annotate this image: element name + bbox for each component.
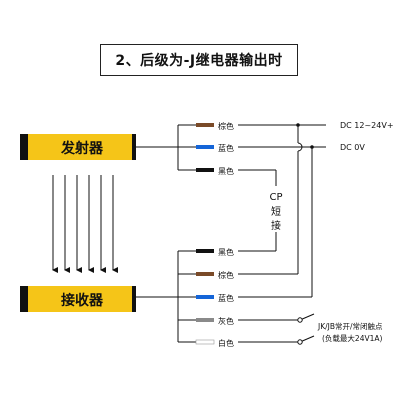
receiver-unit: 接收器 [20,286,136,312]
emitter-cap-left [20,134,28,160]
diagram-title: 2、后级为-J继电器输出时 [100,44,298,76]
relay-load-label: (负载最大24V1A) [322,333,383,343]
receiver-wire-blue: 蓝色 [196,293,234,303]
wire-label: 棕色 [218,270,234,280]
junction-dots [296,123,314,149]
emitter-body [28,134,132,160]
wire-label: 黑色 [218,166,234,176]
relay-terminals [297,317,303,345]
wire-label: 白色 [218,338,234,348]
receiver-wire-gray: 灰色 [196,316,234,326]
receiver-wire-black: 黑色 [196,247,234,257]
wire-label: 黑色 [218,247,234,257]
wire-label: 棕色 [218,121,234,131]
wire-label: 蓝色 [218,293,234,303]
wire-label: 灰色 [218,316,234,326]
receiver-wire-white: 白色 [195,338,234,348]
light-beams [52,175,118,273]
cp-label: CP [269,192,282,203]
receiver-wire-brown: 棕色 [196,270,234,280]
emitter-unit: 发射器 [20,134,136,160]
receiver-label: 接收器 [61,292,104,309]
dc-negative-label: DC 0V [340,143,365,152]
cp-short-label-1: 短 [271,205,281,218]
emitter-cable [136,124,196,171]
receiver-cap-right [132,286,136,312]
emitter-wire-black: 黑色 [196,166,234,176]
emitter-wire-brown: 棕色 [196,121,234,131]
receiver-cable [136,250,196,343]
connection-lines [238,124,326,343]
receiver-cap-left [20,286,28,312]
emitter-cap-right [132,134,136,160]
cp-short-label-2: 接 [271,219,281,232]
wire-label: 蓝色 [218,143,234,153]
receiver-body [28,286,132,312]
emitter-wire-blue: 蓝色 [196,143,234,153]
relay-contact-label: JK/JB常开/常闭触点 [317,321,383,331]
dc-positive-label: DC 12~24V+ [340,121,394,130]
emitter-label: 发射器 [60,140,104,157]
